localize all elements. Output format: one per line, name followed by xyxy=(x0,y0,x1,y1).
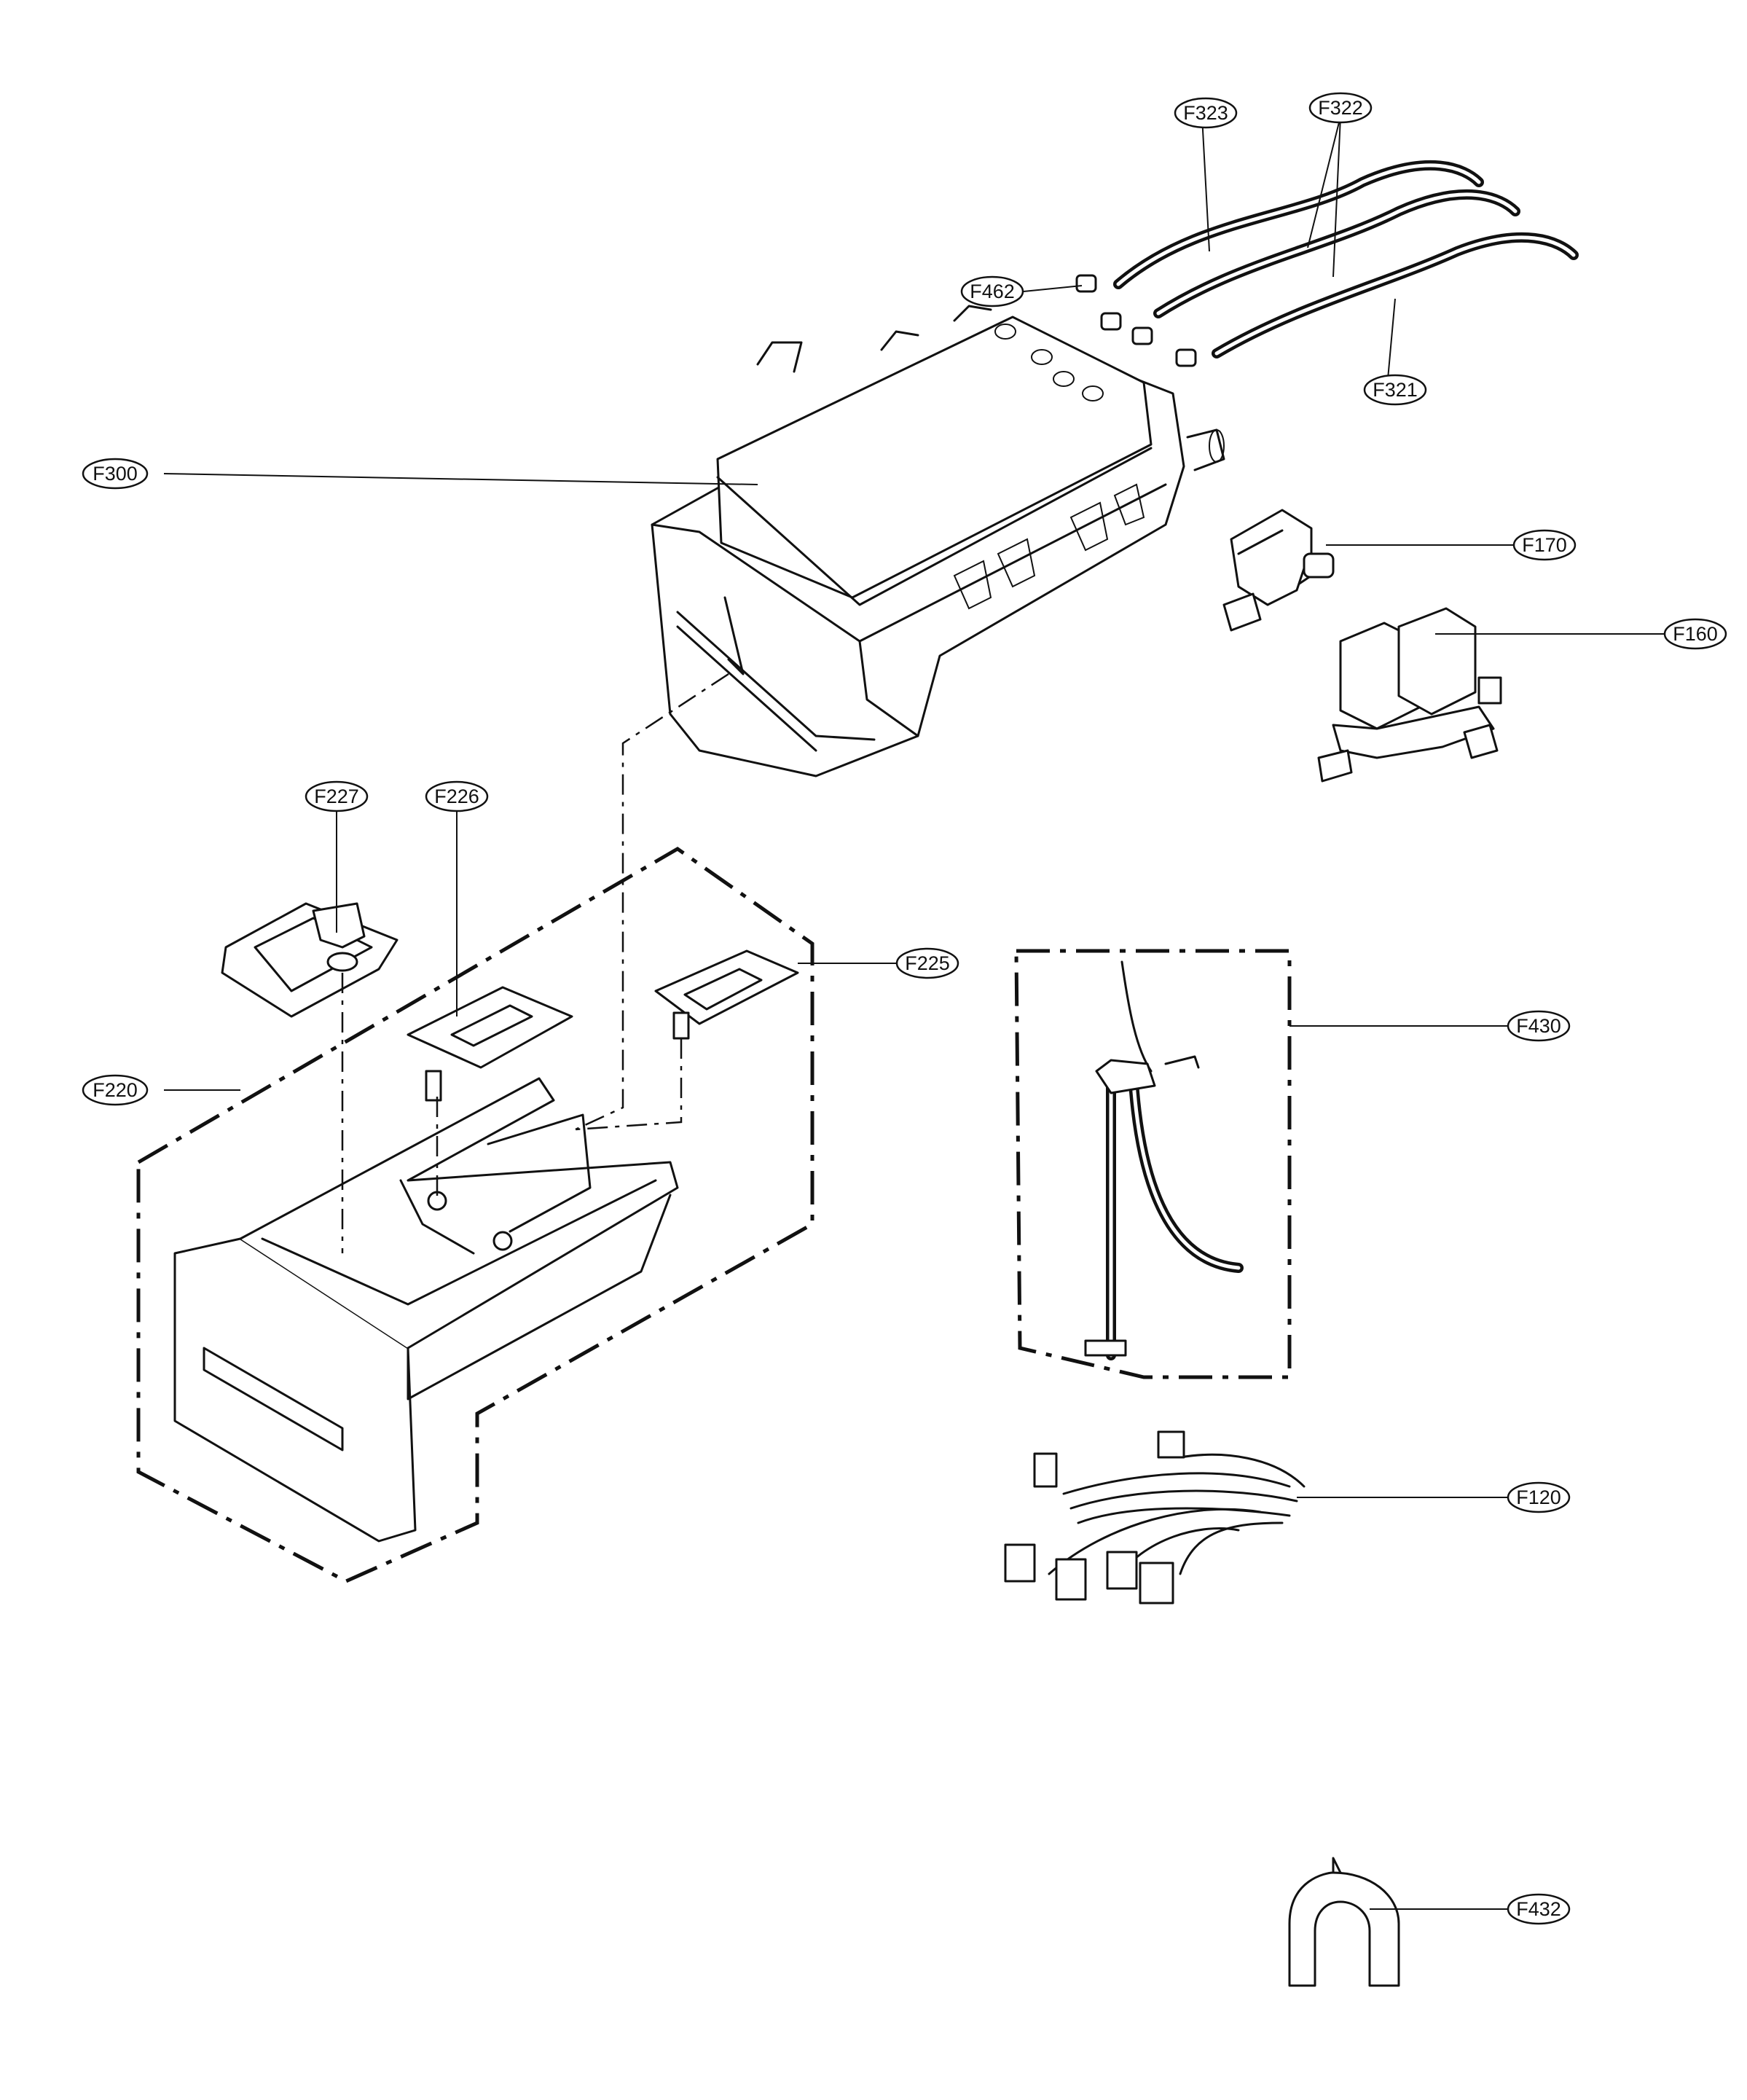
svg-text:F160: F160 xyxy=(1673,623,1718,645)
bleach-insert-part xyxy=(654,949,799,1040)
svg-text:F323: F323 xyxy=(1183,102,1228,124)
callout-f321: F321 xyxy=(1363,374,1427,406)
leader-lines xyxy=(163,116,1665,1910)
svg-text:F432: F432 xyxy=(1516,1898,1561,1920)
callout-f323: F323 xyxy=(1174,97,1238,129)
double-water-valve-part xyxy=(1317,607,1502,783)
callout-f120: F120 xyxy=(1507,1481,1571,1513)
svg-text:F120: F120 xyxy=(1516,1486,1561,1508)
svg-text:F220: F220 xyxy=(93,1079,138,1101)
wire-harness-part xyxy=(1004,1430,1306,1605)
drain-hose-assembly-part xyxy=(1014,949,1292,1379)
svg-text:F225: F225 xyxy=(905,952,950,974)
callout-f227: F227 xyxy=(305,780,369,812)
callout-f300: F300 xyxy=(82,458,149,490)
svg-text:F170: F170 xyxy=(1522,534,1567,556)
drawer-assembly-part xyxy=(136,847,814,1583)
callout-f462: F462 xyxy=(960,275,1024,307)
svg-text:F227: F227 xyxy=(314,785,359,807)
callout-f220: F220 xyxy=(82,1074,149,1106)
softener-cap-part xyxy=(221,902,399,1018)
svg-text:F462: F462 xyxy=(970,281,1015,302)
svg-text:F300: F300 xyxy=(93,463,138,485)
callout-f225: F225 xyxy=(895,947,959,979)
assembly-guide-lines xyxy=(341,673,729,1253)
hose-clamp-part xyxy=(1075,274,1197,367)
callout-f322: F322 xyxy=(1308,92,1373,124)
liquid-insert-part xyxy=(407,986,573,1102)
dispenser-housing-part xyxy=(651,305,1225,777)
svg-text:F322: F322 xyxy=(1318,97,1363,119)
callout-f170: F170 xyxy=(1512,529,1577,561)
svg-text:F430: F430 xyxy=(1516,1015,1561,1037)
callout-f430: F430 xyxy=(1507,1010,1571,1042)
hose-guide-part xyxy=(1288,1857,1400,1987)
svg-text:F321: F321 xyxy=(1373,379,1418,401)
callout-f432: F432 xyxy=(1507,1893,1571,1925)
callout-f226: F226 xyxy=(425,780,489,812)
callout-f160: F160 xyxy=(1663,618,1727,650)
hose-set-part xyxy=(1113,160,1579,359)
single-water-valve-part xyxy=(1222,509,1335,632)
svg-text:F226: F226 xyxy=(434,785,479,807)
